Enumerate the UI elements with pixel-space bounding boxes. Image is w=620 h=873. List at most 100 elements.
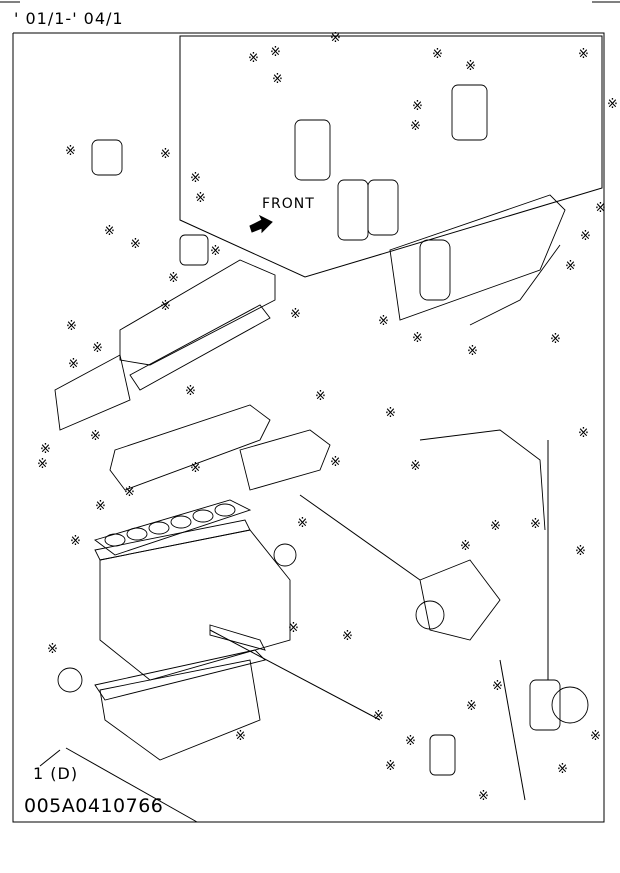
asterisk-marker: ※ [185, 384, 196, 399]
asterisk-marker: ※ [492, 679, 503, 694]
asterisk-marker: ※ [90, 429, 101, 444]
oil-seal-rear [273, 543, 297, 567]
asterisk-marker: ※ [104, 224, 115, 239]
fuel-filter-3 [367, 179, 399, 236]
asterisk-marker: ※ [37, 457, 48, 472]
water-pump [419, 559, 501, 641]
asterisk-marker: ※ [607, 97, 618, 112]
cylinder-bore [104, 533, 126, 547]
asterisk-marker: ※ [330, 31, 341, 46]
oil-filter-cap [91, 139, 123, 176]
pipe [469, 244, 561, 326]
fuel-filter-4 [451, 84, 488, 141]
asterisk-marker: ※ [412, 331, 423, 346]
cover-gasket [129, 304, 271, 391]
oil-seal-front [57, 667, 83, 693]
asterisk-marker: ※ [297, 516, 308, 531]
front-arrow-icon [249, 214, 273, 234]
breather [179, 234, 209, 266]
cylinder-head [109, 404, 271, 491]
head-gasket [94, 499, 252, 556]
asterisk-marker: ※ [478, 789, 489, 804]
asterisk-marker: ※ [342, 629, 353, 644]
pump-body [429, 734, 456, 776]
outer-frame [12, 32, 605, 823]
asterisk-marker: ※ [210, 244, 221, 259]
asterisk-marker: ※ [410, 119, 421, 134]
asterisk-marker: ※ [195, 191, 206, 206]
asterisk-marker: ※ [290, 307, 301, 322]
asterisk-marker: ※ [65, 144, 76, 159]
asterisk-marker: ※ [47, 642, 58, 657]
asterisk-marker: ※ [272, 72, 283, 87]
leader-line [299, 494, 421, 581]
thermostat-housing [239, 429, 331, 491]
kit-label: 1 (D) [33, 764, 79, 783]
leader-line [209, 629, 381, 721]
illustration-code: 005A0410766 [24, 795, 164, 817]
asterisk-marker: ※ [190, 171, 201, 186]
inset-box [179, 35, 603, 278]
asterisk-marker: ※ [557, 762, 568, 777]
asterisk-marker: ※ [288, 621, 299, 636]
asterisk-marker: ※ [385, 406, 396, 421]
asterisk-marker: ※ [70, 534, 81, 549]
asterisk-marker: ※ [235, 729, 246, 744]
oil-pan-gasket [94, 649, 266, 701]
asterisk-marker: ※ [465, 59, 476, 74]
asterisk-marker: ※ [595, 201, 606, 216]
asterisk-marker: ※ [466, 699, 477, 714]
asterisk-marker: ※ [578, 426, 589, 441]
asterisk-marker: ※ [95, 499, 106, 514]
block-top [94, 519, 251, 561]
manifold-chamber [419, 239, 451, 301]
asterisk-marker: ※ [385, 759, 396, 774]
kit-leader-line [65, 747, 198, 823]
cylinder-bore [214, 503, 236, 517]
asterisk-marker: ※ [160, 147, 171, 162]
asterisk-marker: ※ [270, 45, 281, 60]
side-gasket [209, 624, 266, 651]
asterisk-marker: ※ [378, 314, 389, 329]
asterisk-marker: ※ [460, 539, 471, 554]
o-ring [551, 686, 589, 724]
cylinder-bore [126, 527, 148, 541]
head-cover [119, 259, 276, 366]
asterisk-marker: ※ [124, 485, 135, 500]
asterisk-marker: ※ [66, 319, 77, 334]
asterisk-marker: ※ [410, 459, 421, 474]
asterisk-marker: ※ [490, 519, 501, 534]
asterisk-marker: ※ [467, 344, 478, 359]
asterisk-marker: ※ [578, 47, 589, 62]
cylinder-bore [192, 509, 214, 523]
asterisk-marker: ※ [405, 734, 416, 749]
asterisk-marker: ※ [580, 229, 591, 244]
fuel-filter [294, 119, 331, 181]
fuel-filter-2 [337, 179, 369, 241]
asterisk-marker: ※ [130, 237, 141, 252]
asterisk-marker: ※ [550, 332, 561, 347]
asterisk-marker: ※ [565, 259, 576, 274]
date-range: ' 01/1-' 04/1 [14, 9, 124, 28]
asterisk-marker: ※ [432, 47, 443, 62]
oil-cooler [529, 679, 561, 731]
asterisk-marker: ※ [92, 341, 103, 356]
asterisk-marker: ※ [248, 51, 259, 66]
kit-leader-line [39, 749, 61, 767]
asterisk-marker: ※ [575, 544, 586, 559]
cylinder-bore [148, 521, 170, 535]
front-label: FRONT [262, 196, 315, 212]
asterisk-marker: ※ [330, 455, 341, 470]
asterisk-marker: ※ [40, 442, 51, 457]
cylinder-bore [170, 515, 192, 529]
asterisk-marker: ※ [412, 99, 423, 114]
asterisk-marker: ※ [168, 271, 179, 286]
pipe-line [499, 659, 526, 801]
asterisk-marker: ※ [315, 389, 326, 404]
oil-pan [99, 659, 261, 761]
asterisk-marker: ※ [160, 299, 171, 314]
asterisk-marker: ※ [68, 357, 79, 372]
rocker-cover-side [54, 354, 131, 431]
asterisk-marker: ※ [190, 461, 201, 476]
pipe [419, 429, 546, 531]
